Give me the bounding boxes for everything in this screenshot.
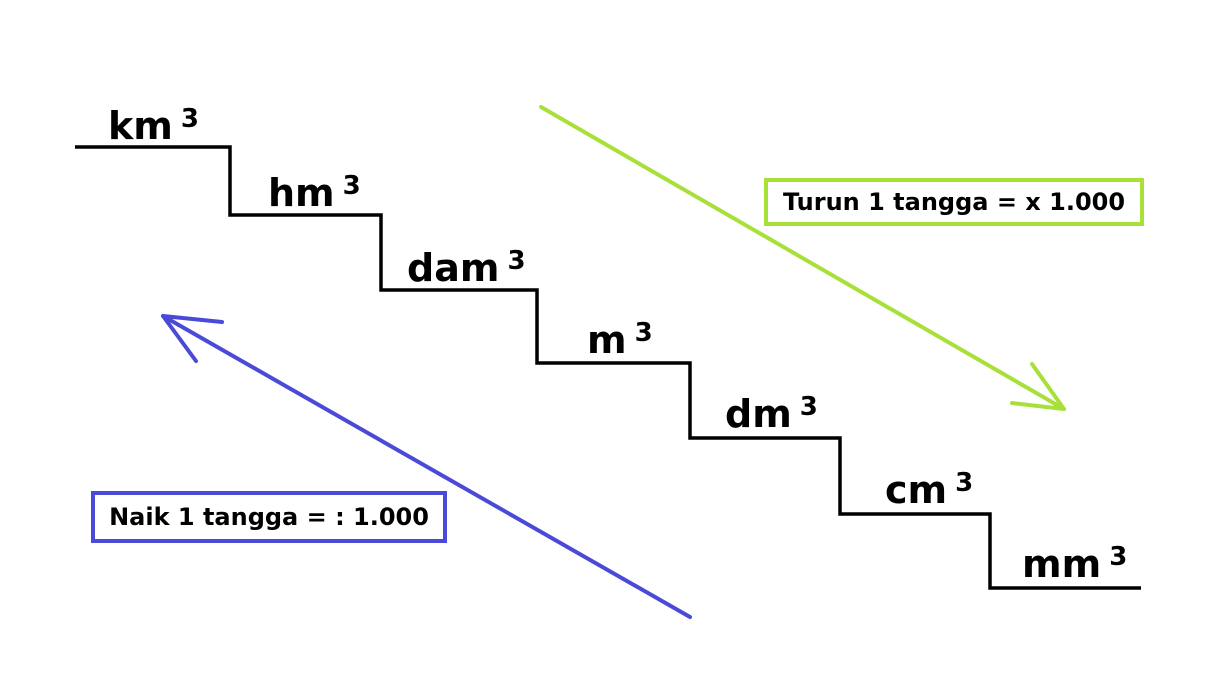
- unit-exponent: 3: [634, 318, 653, 348]
- unit-exponent: 3: [955, 468, 974, 498]
- staircase-line: [75, 145, 1141, 590]
- unit-exponent: 3: [180, 104, 199, 134]
- up-arrow-shaft: [161, 314, 692, 619]
- up-arrow: [161, 314, 692, 619]
- rule-down-box: Turun 1 tangga = x 1.000: [764, 178, 1144, 226]
- down-arrow-head: [1010, 362, 1066, 411]
- down-arrow: [539, 105, 1066, 411]
- rule-up-text: Naik 1 tangga = : 1.000: [109, 503, 429, 531]
- unit-exponent: 3: [799, 392, 818, 422]
- rule-down-text: Turun 1 tangga = x 1.000: [782, 188, 1126, 216]
- unit-base: hm: [268, 171, 335, 215]
- unit-base: m: [587, 318, 627, 362]
- unit-base: cm: [885, 468, 948, 512]
- unit-exponent: 3: [507, 246, 526, 276]
- unit-base: km: [108, 104, 173, 148]
- unit-base: mm: [1022, 542, 1102, 586]
- unit-exponent: 3: [342, 171, 361, 201]
- unit-exponent: 3: [1109, 542, 1128, 572]
- unit-base: dm: [725, 392, 792, 436]
- down-arrow-shaft: [539, 105, 1066, 411]
- rule-up-box: Naik 1 tangga = : 1.000: [91, 491, 447, 543]
- unit-base: dam: [407, 246, 500, 290]
- up-arrow-head: [161, 314, 224, 363]
